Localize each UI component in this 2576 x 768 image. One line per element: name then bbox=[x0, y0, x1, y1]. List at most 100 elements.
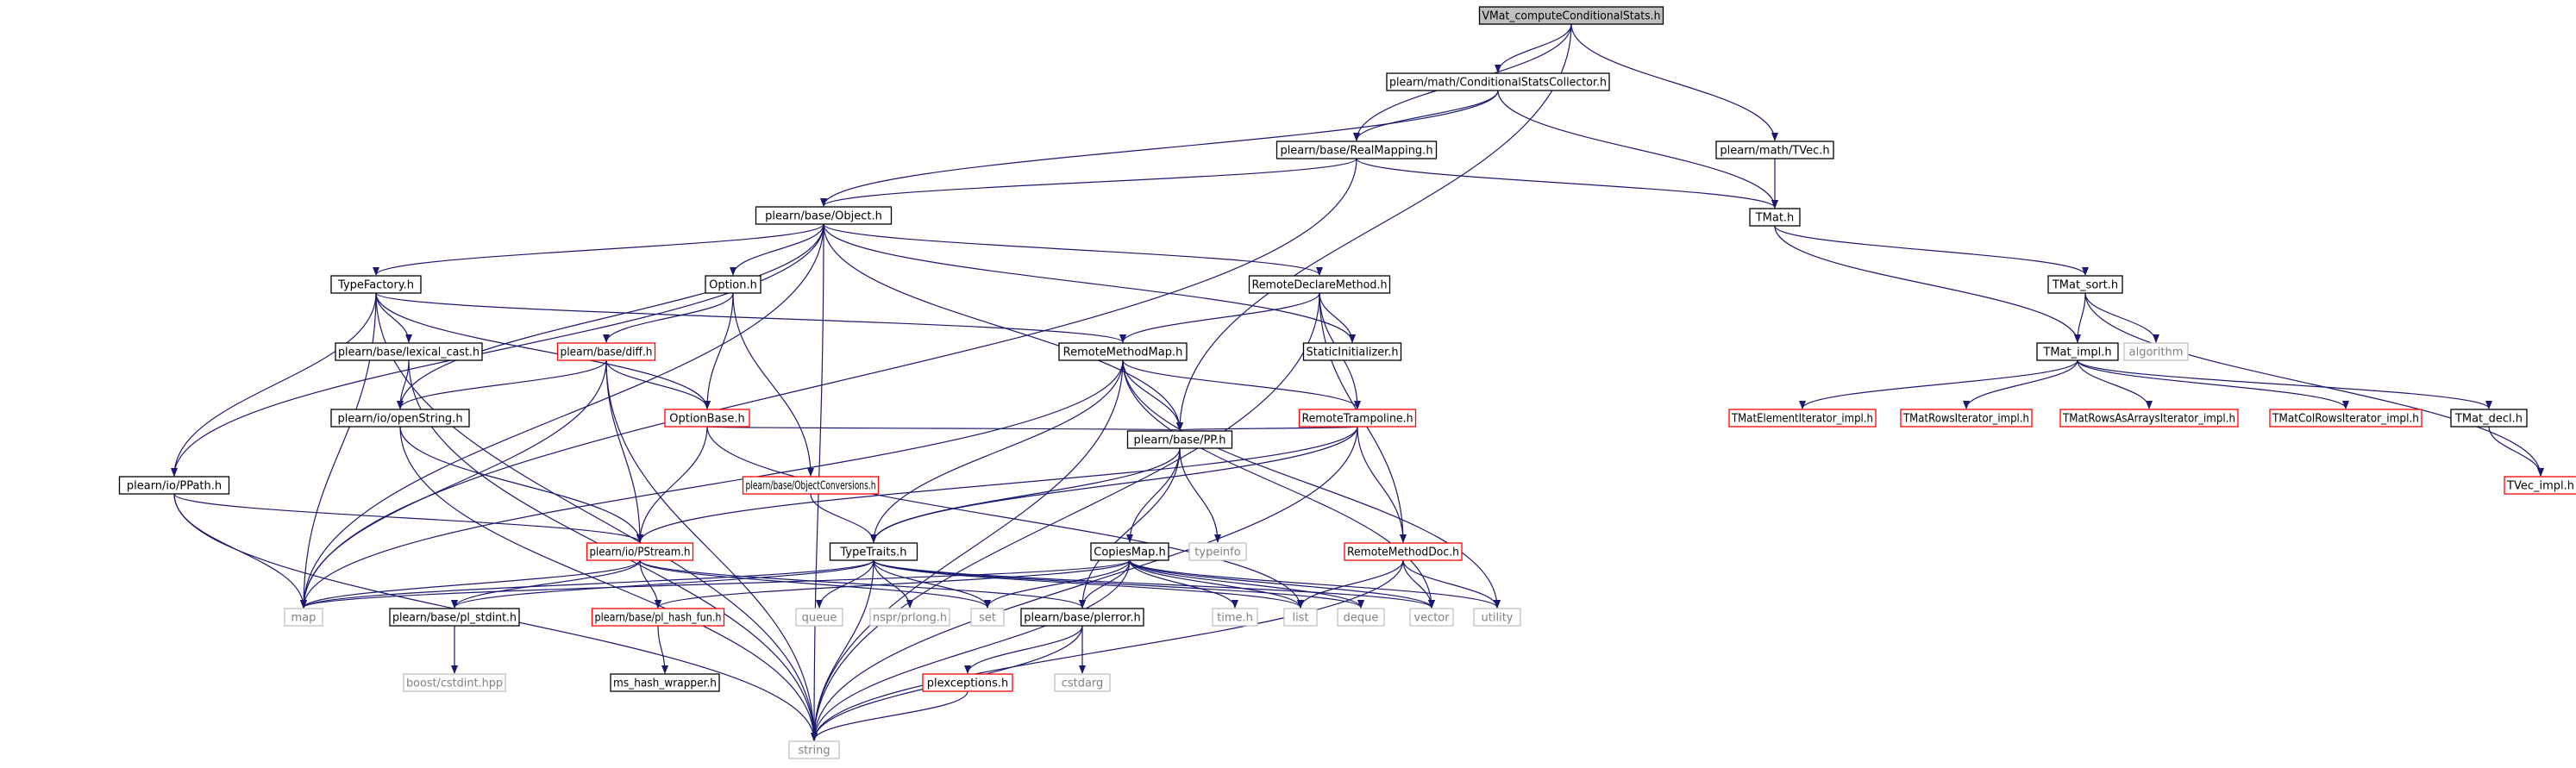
node-tmat-box bbox=[1749, 208, 1801, 227]
node-tmrai[interactable]: TMatRowsAsArraysIterator_impl.h bbox=[2059, 409, 2239, 428]
node-copiesmap[interactable]: CopiesMap.h bbox=[1090, 542, 1169, 561]
node-layer: VMat_computeConditionalStats.h plearn/mat… bbox=[118, 6, 2576, 759]
node-option[interactable]: Option.h bbox=[705, 275, 762, 294]
node-csc[interactable]: plearn/math/ConditionalStatsCollector.h bbox=[1386, 72, 1610, 91]
edge-pstream-to-map bbox=[300, 559, 641, 609]
node-string: string bbox=[788, 740, 840, 759]
node-plstdint[interactable]: plearn/base/pl_stdint.h bbox=[389, 608, 520, 627]
edge-ppath-to-pstream bbox=[173, 493, 643, 543]
node-algorithm-label: algorithm bbox=[2129, 347, 2184, 359]
node-tmatdecl-label: TMat_decl.h bbox=[2454, 413, 2523, 426]
node-set: set bbox=[970, 608, 1005, 627]
node-tmatimpl[interactable]: TMat_impl.h bbox=[2036, 342, 2119, 361]
node-diff[interactable]: plearn/base/diff.h bbox=[556, 342, 656, 361]
node-plhash[interactable]: plearn/base/pl_hash_fun.h bbox=[591, 608, 725, 627]
node-tmci[interactable]: TMatColRowsIterator_impl.h bbox=[2269, 409, 2422, 428]
edge-rdm-to-rmm bbox=[1119, 292, 1320, 343]
edge-object-to-rdm bbox=[823, 223, 1323, 276]
node-realmap-box bbox=[1275, 140, 1438, 159]
edge-tmatimpl-to-tmrai bbox=[2077, 359, 2153, 409]
node-root-box bbox=[1478, 6, 1664, 25]
node-vector-box bbox=[1409, 608, 1454, 627]
node-deque-label: deque bbox=[1344, 612, 1379, 625]
node-ppath[interactable]: plearn/io/PPath.h bbox=[118, 476, 230, 495]
node-mshash-label: ms_hash_wrapper.h bbox=[613, 677, 717, 690]
node-pp[interactable]: plearn/base/PP.h bbox=[1126, 430, 1233, 449]
edge-diff-to-openstring bbox=[397, 359, 607, 409]
node-plhash-label: plearn/base/pl_hash_fun.h bbox=[595, 612, 722, 625]
node-list-label: list bbox=[1292, 612, 1308, 625]
node-lexcast-label: plearn/base/lexical_cast.h bbox=[338, 347, 479, 359]
node-rtramp[interactable]: RemoteTrampoline.h bbox=[1298, 409, 1417, 428]
edge-rmm-to-map bbox=[300, 359, 1124, 609]
node-rmm[interactable]: RemoteMethodMap.h bbox=[1058, 342, 1188, 361]
edge-pstream-to-plstdint bbox=[451, 559, 641, 609]
node-typeinfo: typeinfo bbox=[1188, 542, 1247, 561]
edge-copiesmap-to-utility bbox=[1129, 559, 1501, 609]
node-timeh-box bbox=[1212, 608, 1258, 627]
edge-tmatimpl-to-tmatdecl bbox=[2077, 359, 2492, 409]
edge-typefactory-to-optionbase bbox=[375, 292, 711, 409]
edge-diff-to-string bbox=[605, 359, 818, 741]
edge-typetraits-to-map bbox=[300, 559, 874, 609]
node-object[interactable]: plearn/base/Object.h bbox=[755, 206, 893, 225]
node-lexcast[interactable]: plearn/base/lexical_cast.h bbox=[335, 342, 483, 361]
edge-openstring-to-pstream bbox=[399, 426, 643, 543]
edge-plhash-to-mshash bbox=[657, 625, 668, 674]
node-typetraits[interactable]: TypeTraits.h bbox=[829, 542, 918, 561]
edge-layer bbox=[171, 23, 2544, 741]
node-object-label: plearn/base/Object.h bbox=[765, 210, 882, 223]
node-rmdoc-box bbox=[1344, 542, 1463, 561]
edge-root-to-csc bbox=[1495, 23, 1572, 73]
edge-rdm-to-string bbox=[811, 292, 1320, 741]
node-mshash[interactable]: ms_hash_wrapper.h bbox=[610, 673, 720, 692]
node-map: map bbox=[284, 608, 323, 627]
edge-tmatsort-to-tvecimpl bbox=[2084, 292, 2544, 477]
node-algorithm-box bbox=[2123, 342, 2189, 361]
edge-plerror-to-plexceptions bbox=[964, 625, 1083, 674]
edge-rmdoc-to-utility bbox=[1402, 559, 1501, 609]
node-rdm[interactable]: RemoteDeclareMethod.h bbox=[1248, 275, 1391, 294]
edge-tmatsort-to-algorithm bbox=[2084, 292, 2159, 343]
edge-object-to-staticinit bbox=[823, 223, 1356, 343]
edge-typefactory-to-map bbox=[300, 292, 377, 609]
edge-plexceptions-to-string bbox=[811, 690, 968, 741]
node-objconv[interactable]: plearn/base/ObjectConversions.h bbox=[742, 476, 880, 495]
node-nsprlong: nspr/prlong.h bbox=[869, 608, 950, 627]
node-typetraits-label: TypeTraits.h bbox=[839, 546, 906, 559]
node-optionbase[interactable]: OptionBase.h bbox=[664, 409, 750, 428]
node-pstream-label: plearn/io/PStream.h bbox=[590, 546, 691, 559]
node-plexceptions[interactable]: plexceptions.h bbox=[922, 673, 1013, 692]
edge-rmdoc-to-list bbox=[1297, 559, 1404, 609]
node-staticinit[interactable]: StaticInitializer.h bbox=[1302, 342, 1402, 361]
node-queue: queue bbox=[795, 608, 843, 627]
node-deque-box bbox=[1337, 608, 1385, 627]
node-root: VMat_computeConditionalStats.h bbox=[1478, 6, 1664, 25]
node-tvecimpl[interactable]: TVec_impl.h bbox=[2504, 476, 2576, 495]
node-rmdoc[interactable]: RemoteMethodDoc.h bbox=[1344, 542, 1463, 561]
node-typefactory[interactable]: TypeFactory.h bbox=[330, 275, 422, 294]
node-tmri[interactable]: TMatRowsIterator_impl.h bbox=[1900, 409, 2033, 428]
edge-csc-to-object bbox=[820, 90, 1499, 207]
node-tmatdecl[interactable]: TMat_decl.h bbox=[2450, 409, 2528, 428]
node-realmap[interactable]: plearn/base/RealMapping.h bbox=[1275, 140, 1438, 159]
edge-object-to-map bbox=[300, 223, 824, 609]
node-openstring[interactable]: plearn/io/openString.h bbox=[330, 409, 470, 428]
node-tvec-box bbox=[1715, 140, 1834, 159]
node-deque: deque bbox=[1337, 608, 1385, 627]
node-tvec[interactable]: plearn/math/TVec.h bbox=[1715, 140, 1834, 159]
edge-csc-to-realmap bbox=[1353, 90, 1499, 141]
node-object-box bbox=[755, 206, 893, 225]
node-nsprlong-label: nspr/prlong.h bbox=[873, 612, 947, 625]
node-tmat[interactable]: TMat.h bbox=[1749, 208, 1801, 227]
edge-copiesmap-to-set bbox=[984, 559, 1131, 609]
node-pstream-box bbox=[586, 542, 694, 561]
node-tmeli[interactable]: TMatElementIterator_impl.h bbox=[1728, 409, 1877, 428]
node-ppath-box bbox=[118, 476, 230, 495]
node-tmatsort[interactable]: TMat_sort.h bbox=[2047, 275, 2123, 294]
edge-rmm-to-vector bbox=[1122, 359, 1435, 609]
node-pstream[interactable]: plearn/io/PStream.h bbox=[586, 542, 694, 561]
edge-rmm-to-string bbox=[811, 359, 1124, 741]
node-staticinit-label: StaticInitializer.h bbox=[1307, 347, 1399, 359]
node-plerror[interactable]: plearn/base/plerror.h bbox=[1020, 608, 1144, 627]
